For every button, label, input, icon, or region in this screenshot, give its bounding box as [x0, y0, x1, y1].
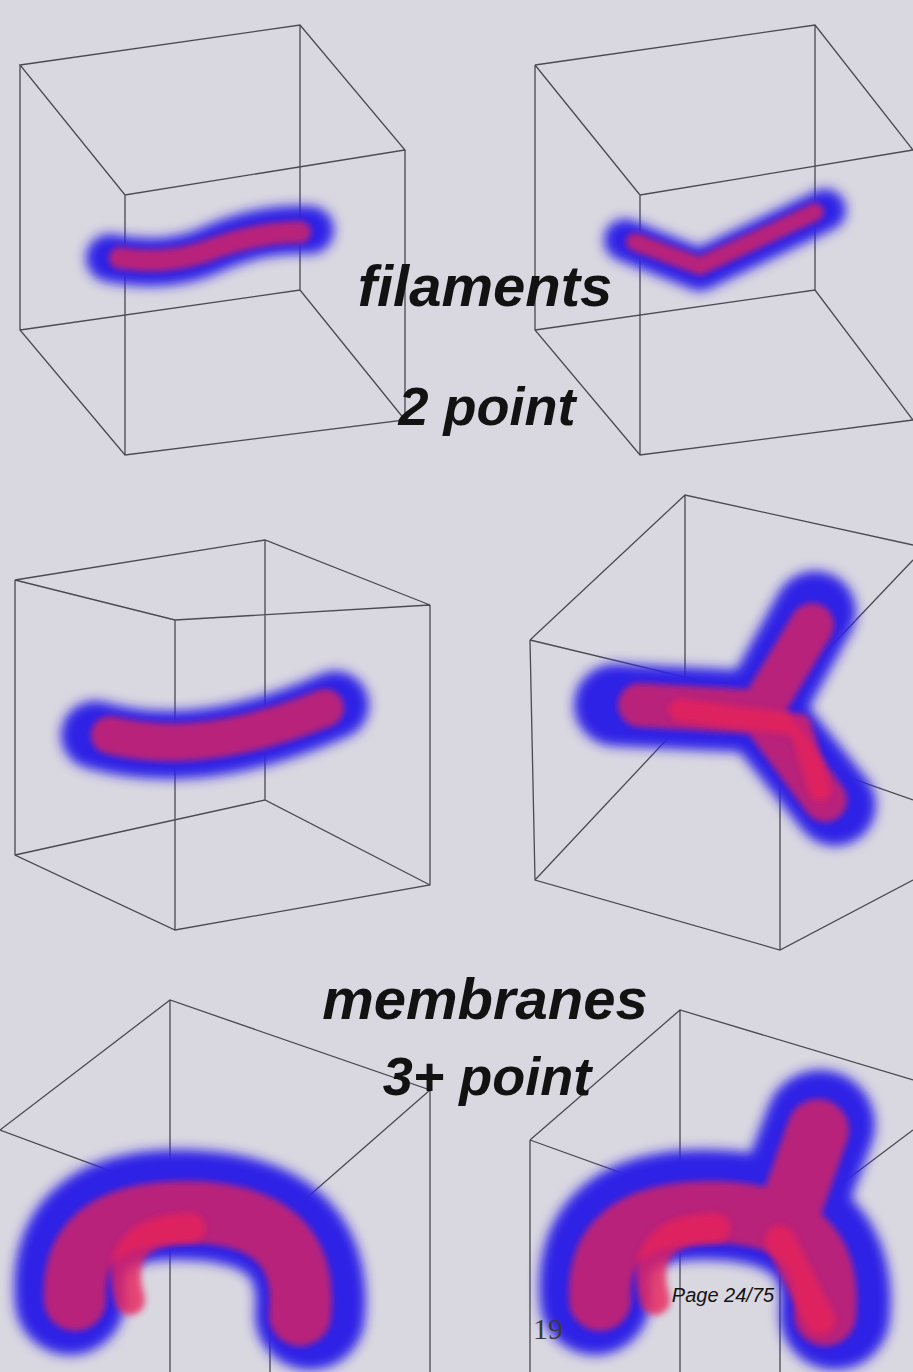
slide-number: 19	[533, 1312, 563, 1346]
page-counter: Page 24/75	[672, 1284, 774, 1307]
section-heading: filaments	[358, 252, 613, 319]
wireframe-cubes	[0, 25, 913, 1372]
section-subheading: 2 point	[399, 375, 576, 437]
density-blobs	[69, 210, 835, 1320]
section-subheading: 3+ point	[383, 1045, 592, 1107]
section-heading: membranes	[322, 965, 648, 1032]
